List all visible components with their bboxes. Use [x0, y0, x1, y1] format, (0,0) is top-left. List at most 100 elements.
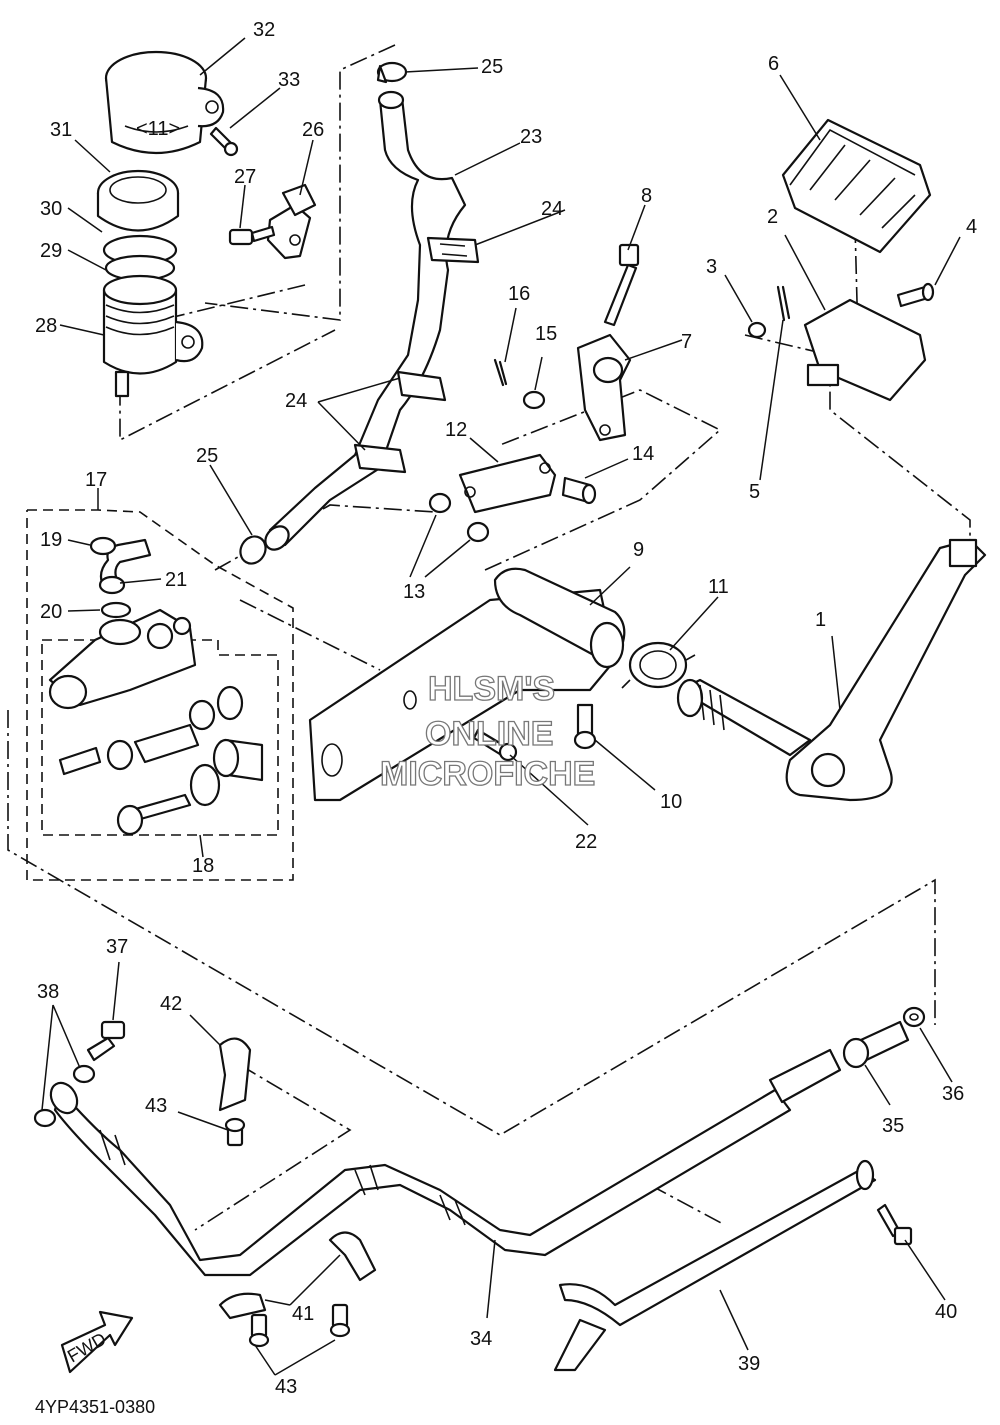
gaskets-38 [33, 1064, 96, 1128]
callout-26: 26 [302, 119, 324, 141]
callout-39: 39 [738, 1353, 760, 1375]
callout-3: 3 [706, 256, 717, 278]
callout-24b: 24 [285, 390, 307, 412]
pedal-pad-6 [781, 118, 932, 254]
reservoir-bracket [266, 183, 317, 260]
callout-43b: 43 [275, 1376, 297, 1398]
callout-31: 31 [50, 119, 72, 141]
callout-12: 12 [445, 419, 467, 441]
cap-screw [209, 126, 239, 157]
brake-pedal [785, 538, 987, 802]
callout-4: 4 [966, 216, 977, 238]
washer-15 [522, 390, 546, 410]
pin-14 [561, 476, 597, 505]
svg-text:MICROFICHE: MICROFICHE [380, 755, 595, 793]
hose-holder-2 [396, 370, 447, 402]
callout-11: 11 [708, 576, 729, 598]
callout-35: 35 [882, 1115, 904, 1137]
hose-clip-bottom [239, 535, 267, 565]
union-bolt-37 [86, 1020, 126, 1062]
pedal-spring [621, 641, 696, 689]
pin-4 [896, 282, 935, 308]
cotter-pin-16 [493, 358, 508, 387]
callout-16: 16 [508, 283, 530, 305]
bolt-43-upper [224, 1117, 246, 1147]
callout-29: 29 [40, 240, 62, 262]
pedal-bracket-9 [308, 567, 626, 802]
callout-15: 15 [535, 323, 557, 345]
hose-cover-39 [553, 1159, 877, 1372]
callout-24a: 24 [541, 198, 563, 220]
callout-43a: 43 [145, 1095, 167, 1117]
callout-37: 37 [106, 936, 128, 958]
svg-text:HLSM'S: HLSM'S [428, 670, 555, 708]
callout-6: 6 [768, 53, 779, 75]
callout-9: 9 [633, 539, 644, 561]
callout-8: 8 [641, 185, 652, 207]
hose-holder-3 [353, 443, 407, 474]
bracket-bolt [228, 225, 276, 246]
callout-21: 21 [165, 569, 187, 591]
bolt-40 [876, 1203, 913, 1246]
callout-labels: 1 2 3 4 5 6 7 8 9 10 11 12 13 14 15 16 1… [35, 19, 977, 1398]
cotter-pin-5 [776, 285, 791, 322]
washer-3 [747, 321, 767, 339]
bushing-13 [428, 492, 490, 543]
callout-14: 14 [632, 443, 654, 465]
fwd-arrow-icon: FWD [60, 1310, 134, 1374]
callout-20: 20 [40, 601, 62, 623]
callout-27: 27 [234, 166, 256, 188]
callout-38: 38 [37, 981, 59, 1003]
callout-23: 23 [520, 126, 542, 148]
clip-19 [89, 536, 117, 556]
callout-7: 7 [681, 331, 692, 353]
callout-42: 42 [160, 993, 182, 1015]
callout-32: 32 [253, 19, 275, 41]
o-ring-20 [100, 601, 132, 619]
joint-12 [458, 453, 557, 514]
reservoir-cap-ring [96, 169, 180, 232]
callout-41: 41 [292, 1303, 314, 1325]
callout-5: 5 [749, 481, 760, 503]
reservoir-cap: <11> [104, 50, 225, 155]
callout-28: 28 [35, 315, 57, 337]
bolt-8 [603, 243, 640, 327]
callout-19: 19 [40, 529, 62, 551]
bolts-43-lower [248, 1303, 351, 1348]
callout-40: 40 [935, 1301, 957, 1323]
callout-34: 34 [470, 1328, 492, 1350]
callout-33: 33 [278, 69, 300, 91]
union-bolt-35 [842, 1020, 910, 1069]
cylinder-kit [58, 685, 264, 836]
hose-holder-1 [426, 236, 480, 264]
callout-22: 22 [575, 831, 597, 853]
callout-36: 36 [942, 1083, 964, 1105]
callout-1: 1 [815, 609, 826, 631]
hose-guide-42 [218, 1037, 252, 1112]
callout-10: 10 [660, 791, 682, 813]
callout-25b: 25 [196, 445, 218, 467]
hose-clip-top [376, 61, 408, 84]
callout-25a: 25 [481, 56, 503, 78]
callout-17: 17 [85, 469, 107, 491]
pedal-shaft [676, 678, 812, 757]
svg-text:ONLINE: ONLINE [425, 715, 553, 753]
pad-holder-2 [803, 298, 927, 402]
callout-18: 18 [192, 855, 214, 877]
reservoir-tank [102, 274, 204, 398]
bolt-10 [573, 703, 597, 750]
callout-2: 2 [767, 206, 778, 228]
clevis-arm-7 [576, 333, 632, 442]
brake-hose-34 [49, 1048, 842, 1277]
reservoir-diaphragm [102, 234, 178, 282]
svg-text:<11>: <11> [136, 118, 180, 140]
watermark: HLSM'S ONLINE MICROFICHE [379, 669, 596, 793]
diagram-code: 4YP4351-0380 [35, 1397, 155, 1417]
leader-lines [41, 37, 961, 1376]
callout-30: 30 [40, 198, 62, 220]
callout-13: 13 [403, 581, 425, 603]
master-cylinder-body [48, 608, 197, 710]
washer-36 [902, 1006, 926, 1028]
hose-guides-41 [218, 1231, 377, 1320]
